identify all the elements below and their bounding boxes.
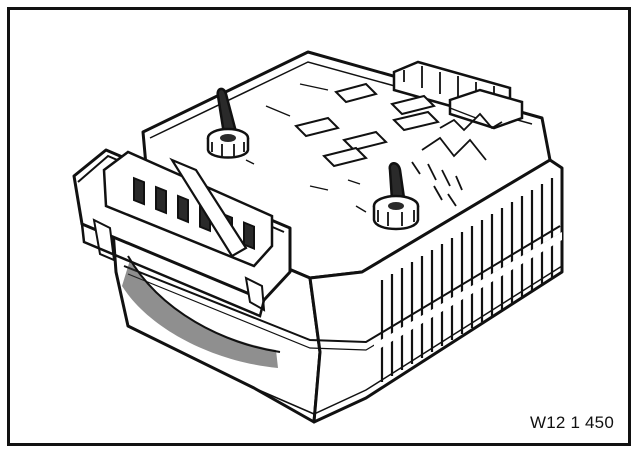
box-front-edge xyxy=(308,277,322,423)
top-labels xyxy=(294,82,440,168)
right-toggle-switch xyxy=(372,162,420,231)
top-markings xyxy=(245,83,477,213)
control-box-illustration xyxy=(72,50,564,424)
left-toggle-switch xyxy=(206,87,250,159)
box-left-shadow xyxy=(122,260,278,368)
front-connector-plug xyxy=(72,148,292,318)
rear-connector xyxy=(392,60,524,130)
wave-markings xyxy=(411,112,503,207)
box-left-curve xyxy=(127,255,281,353)
box-bottom-bevel xyxy=(253,265,563,415)
fin-gap xyxy=(374,232,562,352)
cooling-fins xyxy=(380,178,554,382)
figure-code: W12 1 450 xyxy=(529,413,614,432)
figure-frame: W12 1 450 xyxy=(7,7,631,446)
